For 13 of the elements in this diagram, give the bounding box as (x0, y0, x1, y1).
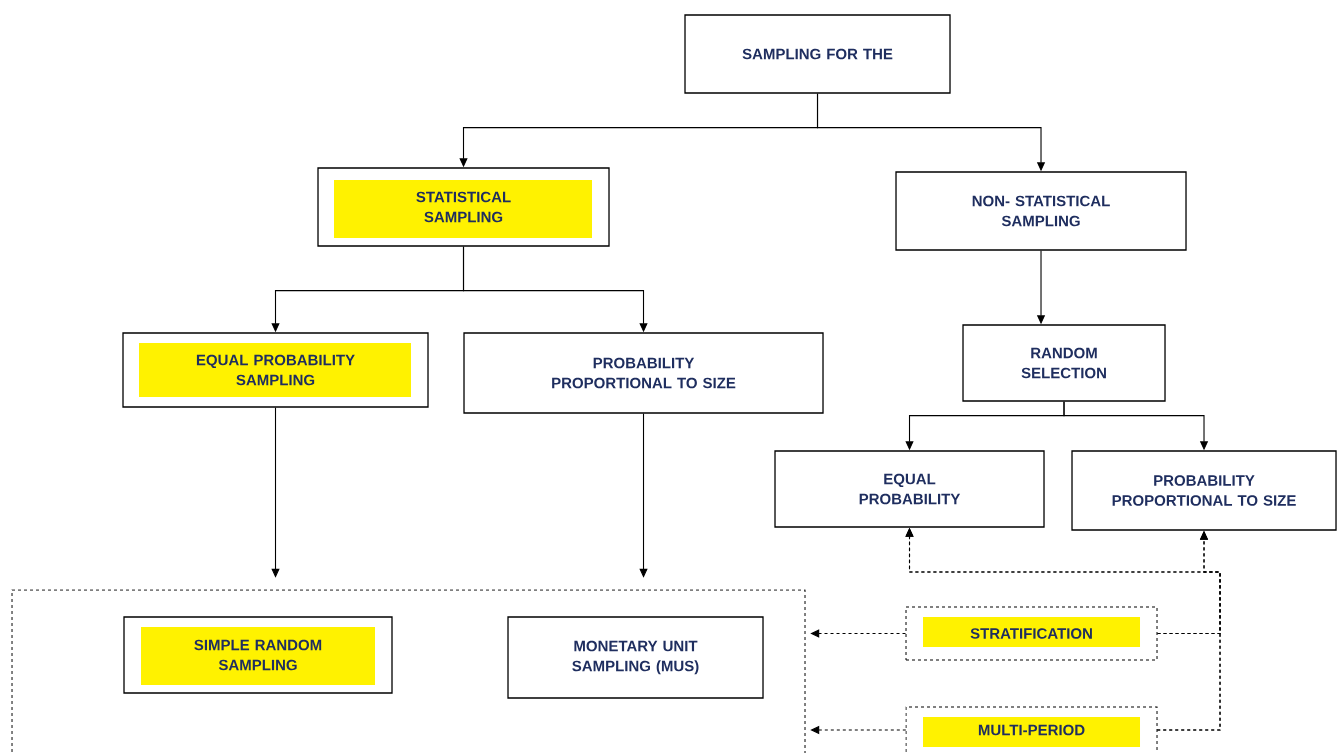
dashed-box: MULTI-PERIOD (905, 706, 1158, 753)
dashed-box: STRATIFICATION (905, 606, 1158, 661)
title-box: SAMPLING FOR THE (684, 14, 951, 94)
process-box: EQUAL PROBABILITY SAMPLING (122, 332, 429, 408)
process-box: SIMPLE RANDOM SAMPLING (123, 616, 393, 694)
process-box: NON- STATISTICAL SAMPLING (895, 171, 1187, 251)
process-box: EQUAL PROBABILITY (774, 450, 1045, 528)
process-box: RANDOM SELECTION (962, 324, 1166, 402)
process-box: MONETARY UNIT SAMPLING (MUS) (507, 616, 764, 699)
process-box: STATISTICAL SAMPLING (317, 167, 610, 247)
process-box: PROBABILITY PROPORTIONAL TO SIZE (1071, 450, 1337, 531)
process-box: PROBABILITY PROPORTIONAL TO SIZE (463, 332, 824, 414)
group-frame (11, 589, 806, 753)
